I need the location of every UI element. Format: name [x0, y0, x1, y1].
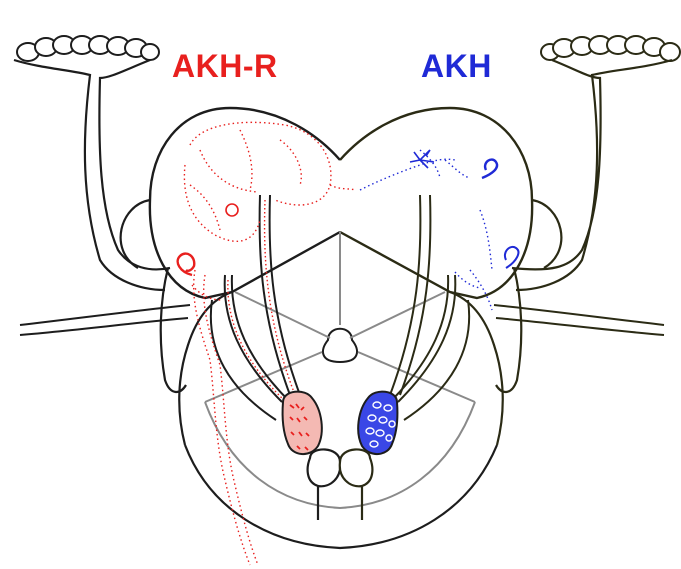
left-axon-bundle-red-core — [228, 200, 295, 402]
right-neuron-soma — [340, 449, 373, 520]
right-horizontal-nerve — [494, 305, 664, 335]
right-side-lobe — [496, 200, 561, 392]
brain-right-lobe-outline — [340, 108, 532, 298]
left-neuron-soma — [308, 449, 341, 520]
left-axon-bundle — [211, 195, 300, 420]
central-ganglion — [323, 329, 357, 362]
akh-r-gland — [283, 392, 322, 454]
right-ocellus — [541, 36, 680, 61]
left-ocellus — [17, 36, 159, 61]
right-axon-bundle — [390, 195, 469, 420]
lower-inner-loop — [205, 402, 475, 508]
akh-r-label: AKH-R — [172, 46, 278, 86]
akh-label: AKH — [421, 46, 492, 86]
left-ocellar-nerve — [14, 60, 170, 290]
left-horizontal-nerve — [20, 305, 190, 335]
akh-r-small-cell — [226, 204, 238, 216]
akh-loop-marker-upper — [482, 160, 497, 178]
akh-loop-marker-lower — [505, 247, 518, 268]
right-ocellar-nerve — [512, 60, 672, 290]
akh-r-loop-marker — [178, 254, 195, 275]
left-side-lobe — [121, 200, 186, 392]
brain-right-inner-contour — [450, 292, 503, 445]
